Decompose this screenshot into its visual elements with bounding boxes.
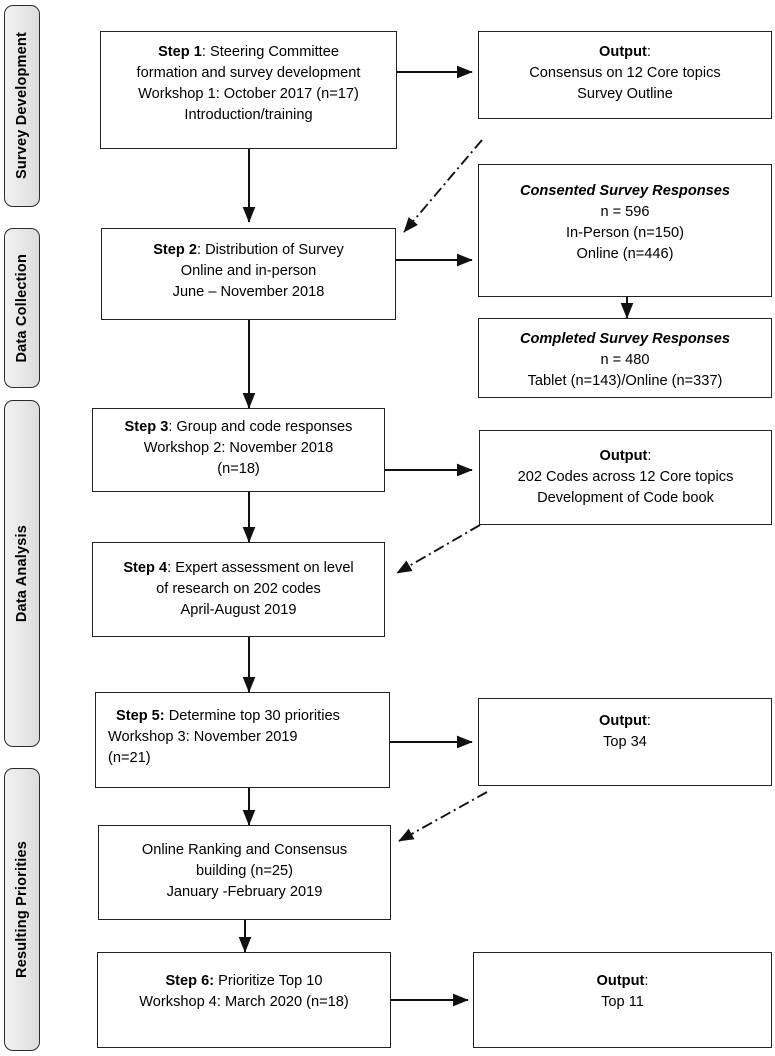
node-line: Workshop 2: November 2018	[143, 440, 334, 456]
node-line-rest: : Distribution of Survey	[196, 242, 344, 258]
phase-tab-data-analysis[interactable]: Data Analysis	[4, 400, 40, 747]
node-line-rest: : Expert assessment on level	[167, 560, 354, 576]
phase-tab-data-collection[interactable]: Data Collection	[4, 228, 40, 388]
node-consented-survey-responses[interactable]: Consented Survey Responses n = 596 In-Pe…	[478, 164, 772, 297]
node-line: n = 480	[600, 352, 650, 368]
node-line-strong: Output	[599, 448, 648, 464]
node-line: Online and in-person	[180, 263, 317, 279]
node-line-rest: :	[647, 448, 652, 464]
node-line-rest: Determine top 30 priorities	[164, 708, 340, 724]
node-line-strong: Output	[599, 44, 647, 60]
node-line: Online Ranking and Consensus	[141, 842, 348, 858]
node-line-rest: : Group and code responses	[168, 419, 353, 435]
phase-tab-survey-development[interactable]: Survey Development	[4, 5, 40, 207]
node-step-4[interactable]: Step 4: Expert assessment on level of re…	[92, 542, 385, 637]
node-line: Survey Outline	[577, 86, 673, 102]
node-line: June – November 2018	[172, 284, 325, 300]
node-output-1[interactable]: Output: Consensus on 12 Core topics Surv…	[478, 31, 772, 119]
node-step-6[interactable]: Step 6: Prioritize Top 10 Workshop 4: Ma…	[97, 952, 391, 1048]
node-line-strong: Step 6:	[165, 973, 215, 989]
phase-tab-resulting-priorities[interactable]: Resulting Priorities	[4, 768, 40, 1051]
node-line-rest: :	[646, 44, 651, 60]
node-line: Top 11	[601, 994, 644, 1010]
node-line: Step 3: Group and code responses	[125, 417, 353, 438]
node-line: January -February 2019	[166, 884, 323, 900]
node-step-3[interactable]: Step 3: Group and code responses Worksho…	[92, 408, 385, 492]
node-line: of research on 202 codes	[156, 581, 321, 597]
node-line: 202 Codes across 12 Core topics	[517, 469, 734, 485]
node-line-strong: Step 5:	[116, 708, 165, 724]
node-line-strong: Step 1	[158, 44, 202, 60]
node-output-4[interactable]: Output: Top 11	[473, 952, 772, 1048]
edge-output2-to-step4-feedback	[396, 524, 481, 574]
node-line: Workshop 1: October 2017 (n=17)	[138, 86, 359, 102]
node-line: formation and survey development	[136, 65, 361, 81]
node-line: Development of Code book	[537, 490, 714, 506]
node-line: Consented Survey Responses	[520, 181, 730, 202]
node-line: Top 34	[603, 734, 647, 750]
node-line: Tablet (n=143)/Online (n=337)	[527, 373, 723, 389]
node-line: Completed Survey Responses	[520, 329, 730, 350]
node-line-rest: :	[644, 973, 649, 989]
node-output-2[interactable]: Output: 202 Codes across 12 Core topics …	[479, 430, 772, 525]
node-line: (n=18)	[217, 461, 260, 477]
node-output-3[interactable]: Output: Top 34	[478, 698, 772, 786]
node-line: In-Person (n=150)	[565, 225, 685, 241]
node-line: building (n=25)	[196, 863, 293, 879]
node-line: (n=21)	[108, 750, 151, 766]
node-line: Output:	[599, 42, 651, 63]
node-online-ranking[interactable]: Online Ranking and Consensus building (n…	[98, 825, 391, 920]
node-line-rest: : Steering Committee	[201, 44, 339, 60]
node-line-strong: Step 2	[153, 242, 197, 258]
node-line: Step 6: Prioritize Top 10	[165, 971, 322, 992]
node-line-emphasis: Completed Survey Responses	[519, 331, 731, 347]
node-step-5[interactable]: Step 5: Determine top 30 priorities Work…	[95, 692, 390, 788]
phase-label: Data Collection	[14, 253, 30, 363]
node-line: Introduction/training	[184, 107, 313, 123]
node-line: April-August 2019	[180, 602, 297, 618]
node-line: Workshop 3: November 2019	[108, 729, 298, 745]
node-line: Workshop 4: March 2020 (n=18)	[139, 994, 349, 1010]
node-line: Output:	[597, 971, 649, 992]
phase-label: Data Analysis	[14, 524, 30, 623]
node-line: Online (n=446)	[576, 246, 674, 262]
node-line-strong: Output	[599, 713, 647, 729]
phase-label: Survey Development	[14, 32, 30, 180]
node-line-strong: Step 3	[124, 419, 169, 435]
edge-output1-to-step2-feedback	[403, 139, 483, 233]
node-line: Step 1: Steering Committee	[158, 42, 339, 63]
node-step-2[interactable]: Step 2: Distribution of Survey Online an…	[101, 228, 396, 320]
node-line-strong: Step 4	[123, 560, 168, 576]
node-line: n = 596	[600, 204, 650, 220]
edge-output3-to-ranking-feedback	[398, 791, 488, 842]
node-line: Step 2: Distribution of Survey	[153, 240, 344, 261]
node-line: Step 4: Expert assessment on level	[123, 558, 353, 579]
node-completed-survey-responses[interactable]: Completed Survey Responses n = 480 Table…	[478, 318, 772, 398]
phase-label: Resulting Priorities	[14, 841, 30, 978]
node-step-1[interactable]: Step 1: Steering Committee formation and…	[100, 31, 397, 149]
node-line-emphasis: Consented Survey Responses	[519, 183, 731, 199]
node-line-rest: Prioritize Top 10	[214, 973, 323, 989]
node-line: Consensus on 12 Core topics	[529, 65, 721, 81]
node-line: Output:	[599, 711, 651, 732]
node-line: Output:	[600, 446, 652, 467]
node-line-strong: Output	[596, 973, 645, 989]
node-line-rest: :	[646, 713, 651, 729]
node-line: Step 5: Determine top 30 priorities	[108, 706, 340, 727]
